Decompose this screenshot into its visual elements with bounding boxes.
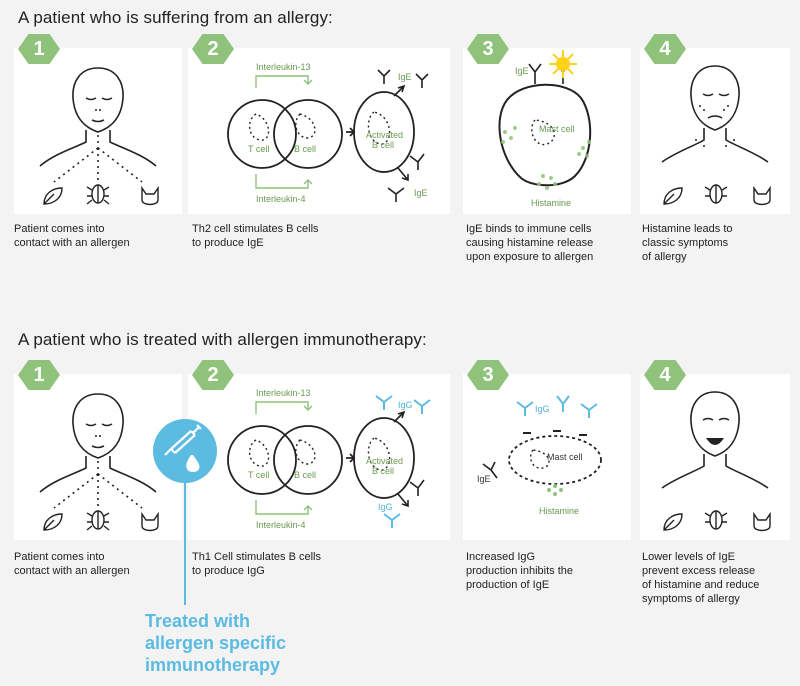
sun-allergen-icon — [549, 50, 577, 78]
mast-cell-diagram — [498, 50, 592, 190]
patient-healthy-figure — [661, 391, 771, 532]
antibody-icon — [580, 403, 598, 418]
treatment-note: Treated with allergen specific immunothe… — [145, 611, 287, 675]
t-cell-label: T cell — [248, 470, 270, 480]
step-number-badge: 2 — [192, 360, 234, 390]
leaf-icon — [43, 513, 63, 531]
interleukin-13-label: Interleukin-13 — [256, 62, 311, 72]
step-caption: IgE binds to immune cells causing histam… — [466, 223, 594, 263]
antibody-icon — [409, 479, 425, 496]
patient-figure — [39, 67, 159, 206]
step-number-badge: 3 — [467, 34, 509, 64]
leaf-icon — [663, 187, 683, 205]
antibody-icon — [413, 399, 431, 414]
leaf-icon — [43, 187, 63, 205]
step-caption: Patient comes into contact with an aller… — [14, 223, 130, 249]
cat-icon — [753, 511, 771, 532]
igg-label: IgG — [535, 404, 550, 414]
ige-label: IgE — [477, 474, 491, 484]
step-panel-4: 4 — [640, 34, 790, 214]
interleukin-13-label: Interleukin-13 — [256, 388, 311, 398]
step-number-badge: 4 — [644, 360, 686, 390]
step-caption: Increased IgG production inhibits the pr… — [466, 551, 574, 591]
step-number-badge: 1 — [18, 360, 60, 390]
cell-diagram — [227, 395, 431, 528]
step-number-badge: 1 — [18, 34, 60, 64]
t-cell-label: T cell — [248, 144, 270, 154]
antibody-icon — [377, 69, 391, 84]
cell-diagram — [227, 69, 429, 202]
step-caption: Lower levels of IgE prevent excess relea… — [642, 551, 760, 605]
step-caption: Histamine leads to classic symptoms of a… — [642, 223, 733, 263]
ige-label: IgE — [398, 72, 412, 82]
mast-cell-label: Mast cell — [547, 452, 583, 462]
treatment-badge — [153, 419, 217, 483]
igg-label: IgG — [378, 502, 393, 512]
step-caption: Th2 cell stimulates B cells to produce I… — [192, 223, 319, 249]
activated-label-2: B cell — [372, 140, 395, 150]
interleukin-4-label: Interleukin-4 — [256, 520, 306, 530]
step-panel-4: 4 — [640, 360, 790, 540]
step-panel-3: IgE Mast cell Histamine 3 — [463, 34, 631, 214]
cat-icon — [753, 185, 771, 206]
mast-cell-label: Mast cell — [539, 124, 575, 134]
beetle-icon — [86, 184, 110, 205]
step-panel-3: IgG IgE Mast cell Histamine 3 — [463, 360, 631, 540]
patient-symptoms-figure — [661, 65, 771, 206]
treatment-connector-line — [184, 483, 186, 605]
antibody-icon — [482, 461, 498, 479]
activated-label-2: B cell — [372, 466, 395, 476]
antibody-icon — [516, 401, 534, 416]
patient-figure — [39, 393, 159, 532]
syringe-icon — [164, 424, 202, 472]
step-panel-2: Interleukin-13 Interleukin-4 T cell B ce… — [188, 34, 450, 214]
antibody-icon — [556, 395, 570, 412]
histamine-label: Histamine — [539, 506, 580, 516]
cat-icon — [141, 185, 159, 206]
activated-label-1: Activated — [366, 130, 404, 140]
step-panel-2: Interleukin-13 Interleukin-4 T cell B ce… — [188, 360, 450, 540]
antibody-icon — [409, 153, 425, 170]
step-panel-1: 1 — [14, 360, 182, 540]
step-panel-1: 1 — [14, 34, 182, 214]
antibody-icon — [375, 395, 393, 410]
step-caption: Patient comes into contact with an aller… — [14, 551, 130, 577]
step-number-badge: 2 — [192, 34, 234, 64]
beetle-icon — [704, 184, 728, 204]
antibody-icon — [415, 73, 429, 88]
activated-label-1: Activated — [366, 456, 404, 466]
histamine-label: Histamine — [531, 198, 572, 208]
cat-icon — [141, 511, 159, 532]
step-number-badge: 3 — [467, 360, 509, 390]
b-cell-label: B cell — [294, 470, 317, 480]
section-title-immunotherapy: A patient who is treated with allergen i… — [18, 330, 427, 349]
ige-label: IgE — [414, 188, 428, 198]
interleukin-4-label: Interleukin-4 — [256, 194, 306, 204]
step-number-badge: 4 — [644, 34, 686, 64]
leaf-icon — [663, 513, 683, 531]
mast-cell-diagram — [482, 395, 602, 496]
b-cell-label: B cell — [294, 144, 317, 154]
igg-label: IgG — [398, 400, 413, 410]
beetle-icon — [86, 510, 110, 531]
droplet-icon — [186, 455, 200, 472]
antibody-icon — [387, 187, 405, 202]
step-caption: Th1 Cell stimulates B cells to produce I… — [192, 551, 321, 577]
antibody-icon — [383, 513, 401, 528]
ige-label: IgE — [515, 66, 529, 76]
section-title-allergy: A patient who is suffering from an aller… — [18, 8, 333, 27]
beetle-icon — [704, 510, 728, 530]
